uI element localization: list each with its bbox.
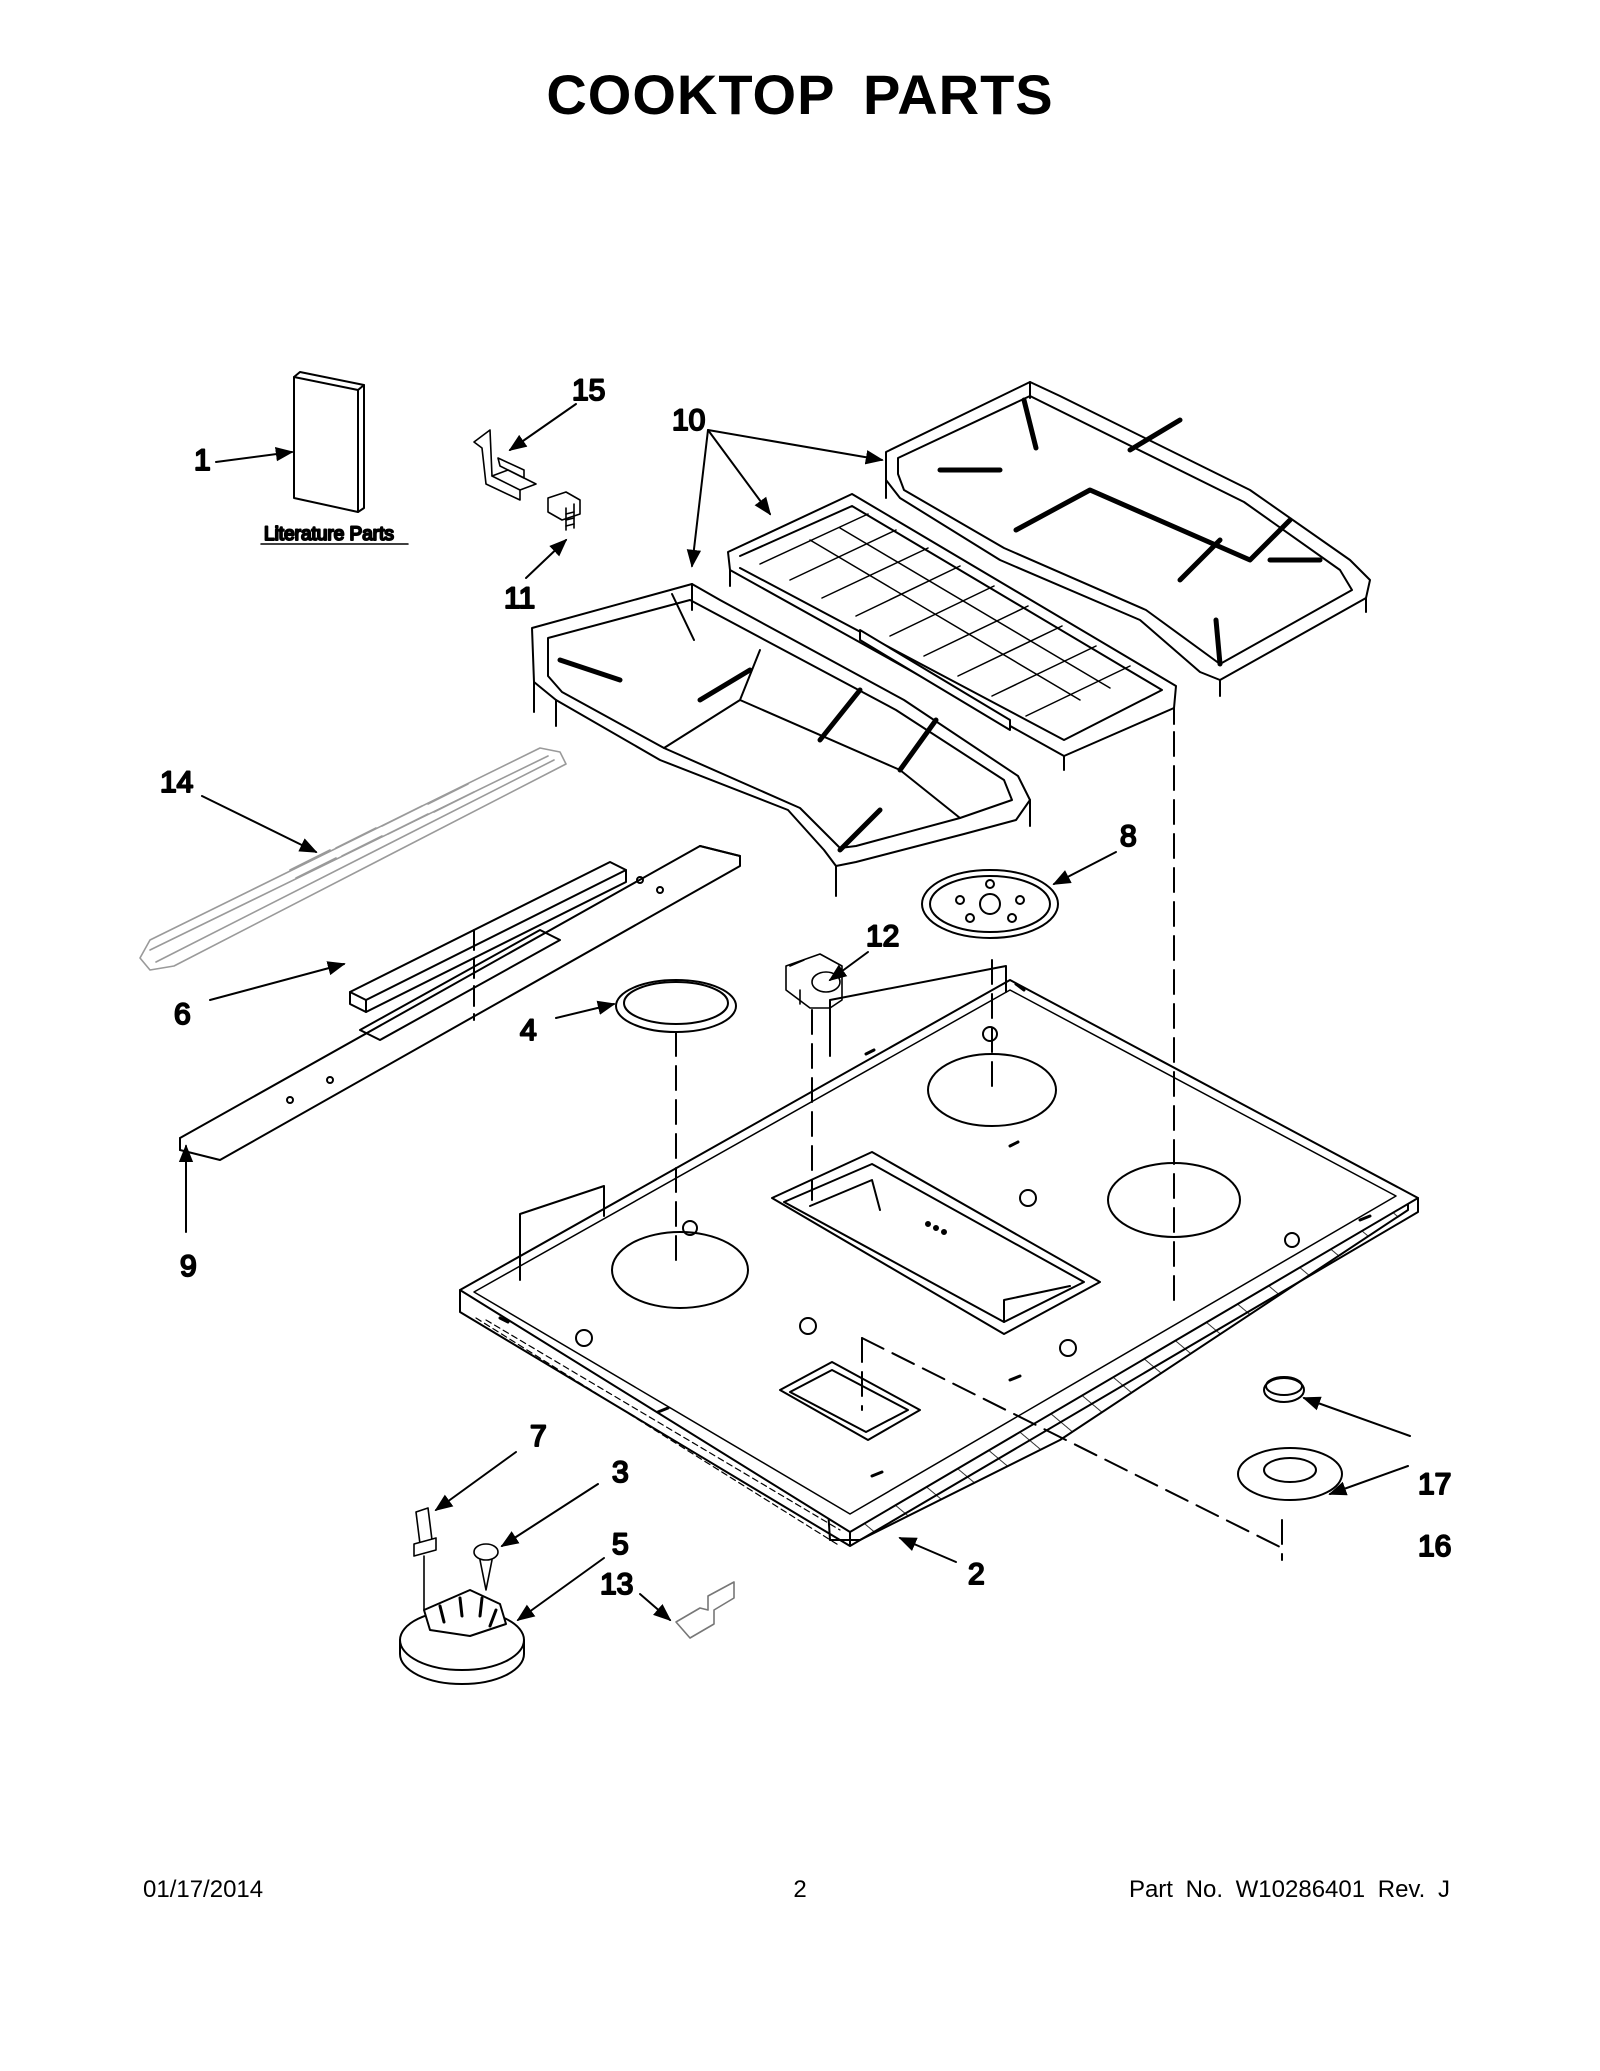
footer-page-number: 2 [793, 1876, 807, 1903]
screw-3-part [473, 1543, 499, 1591]
bracket-part [473, 429, 537, 501]
small-cap-part [1263, 1376, 1305, 1403]
callout-13: 13 [600, 1568, 633, 1601]
callout-16: 16 [1418, 1530, 1451, 1563]
callout-17: 17 [1418, 1468, 1451, 1501]
burner-plate-part [921, 869, 1059, 939]
callout-7: 7 [530, 1420, 547, 1453]
igniter-clip-part [785, 953, 843, 1009]
callout-1: 1 [194, 444, 211, 477]
literature-parts-label: Literature Parts [264, 524, 394, 545]
mounting-bracket-part [349, 861, 627, 1013]
callout-4: 4 [520, 1014, 537, 1047]
electrode-part [413, 1507, 437, 1611]
alignment-lines [675, 731, 1283, 1561]
grate-right-part [885, 381, 1371, 697]
callout-2: 2 [968, 1558, 985, 1591]
callout-10: 10 [672, 404, 705, 437]
burner-ring-part [1237, 1447, 1343, 1501]
callout-8: 8 [1120, 820, 1137, 853]
callout-12: 12 [866, 920, 899, 953]
callout-3: 3 [612, 1456, 629, 1489]
callout-5: 5 [612, 1528, 629, 1561]
trim-part [139, 747, 567, 971]
callout-15: 15 [572, 374, 605, 407]
callout-11: 11 [504, 582, 535, 615]
center-griddle-part [727, 493, 1177, 771]
leader-arrows [178, 403, 1411, 1622]
grate-left-part [531, 583, 1031, 897]
burner-base-part [399, 1589, 525, 1685]
callout-14: 14 [160, 766, 193, 799]
gasket-ring-part [615, 979, 737, 1033]
callout-9: 9 [180, 1250, 197, 1283]
footer-part-number: Part No. W10286401 Rev. J [1128, 1876, 1450, 1903]
callout-6: 6 [174, 998, 191, 1031]
small-bracket-part [675, 1581, 735, 1639]
literature-booklet-part [293, 371, 365, 513]
screw-part [547, 491, 581, 531]
cooktop-body-part [459, 965, 1419, 1547]
footer-date: 01/17/2014 [143, 1876, 264, 1903]
page-title: COOKTOP PARTS [546, 63, 1054, 126]
